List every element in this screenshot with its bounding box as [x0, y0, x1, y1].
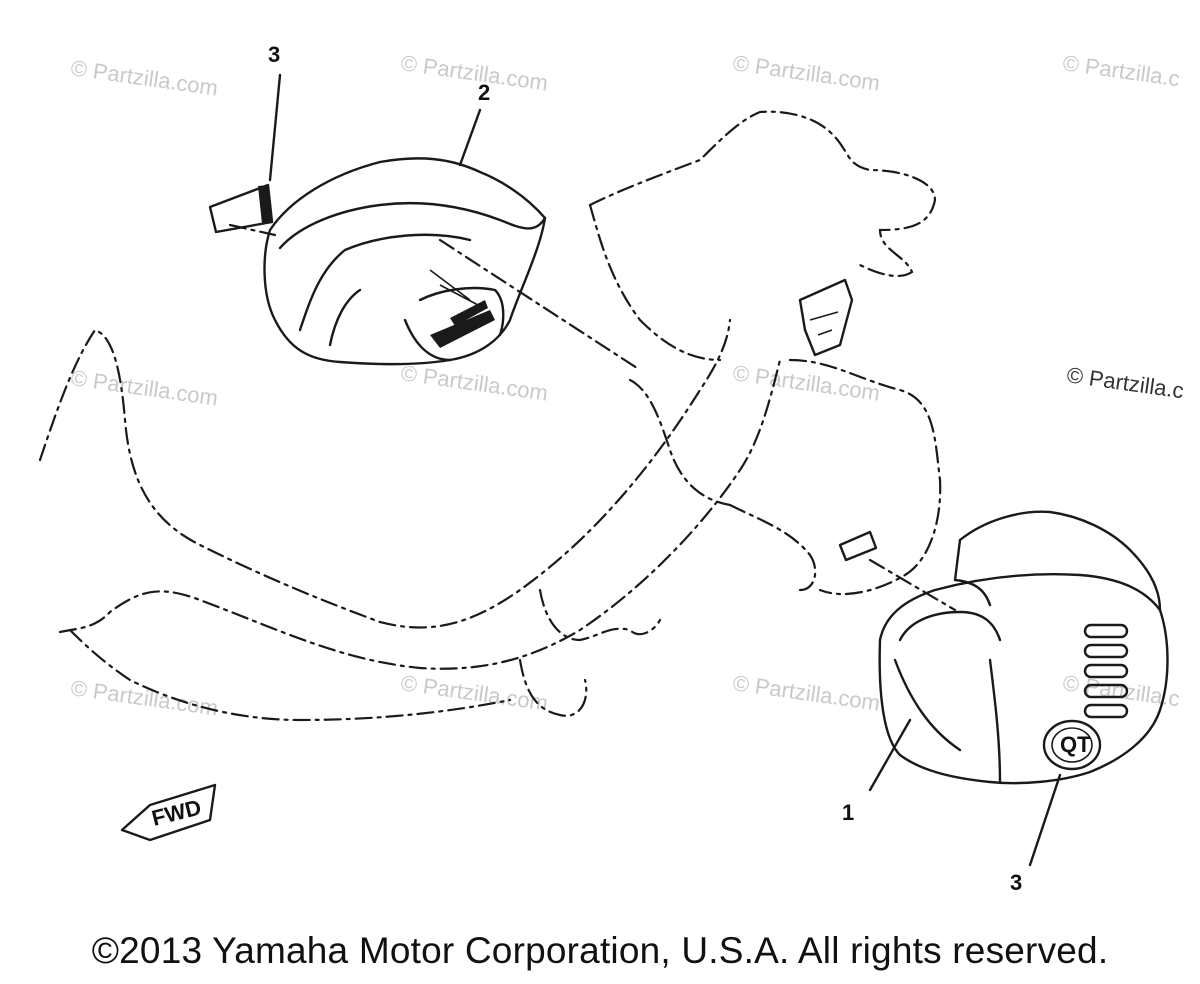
watermark: © Partzilla.com	[731, 670, 881, 715]
part-1-side-cover	[878, 510, 1169, 785]
emblem-label: QT	[1060, 732, 1091, 757]
watermark: © Partzilla.com	[69, 675, 219, 720]
callout-part-3-bottom: 3	[1010, 870, 1022, 895]
part-3-emblem-top	[208, 183, 274, 234]
part-3-emblem-side: QT	[1042, 719, 1102, 771]
watermark: © Partzilla.com	[731, 360, 881, 405]
watermark: © Partzilla.com	[399, 670, 549, 715]
frame-outline	[38, 110, 942, 722]
watermark: © Partzilla.com	[69, 55, 219, 100]
watermark: © Partzilla.com	[731, 50, 881, 95]
callout-part-2: 2	[478, 80, 490, 105]
part-2-top-cover	[263, 157, 547, 366]
watermark: © Partzilla.com	[399, 360, 549, 405]
watermark-dark: © Partzilla.c	[1065, 362, 1185, 403]
callout-leaders	[228, 73, 1062, 867]
fwd-arrow-marker: FWD	[120, 783, 217, 842]
watermark-layer: © Partzilla.com © Partzilla.com © Partzi…	[69, 50, 1185, 720]
copyright-notice: ©2013 Yamaha Motor Corporation, U.S.A. A…	[91, 930, 1109, 971]
watermark: © Partzilla.com	[399, 50, 549, 95]
callout-part-3-top: 3	[268, 42, 280, 67]
callout-part-1: 1	[842, 800, 854, 825]
watermark: © Partzilla.com	[69, 365, 219, 410]
vent-slots	[1083, 623, 1129, 719]
watermark: © Partzilla.c	[1061, 50, 1181, 91]
